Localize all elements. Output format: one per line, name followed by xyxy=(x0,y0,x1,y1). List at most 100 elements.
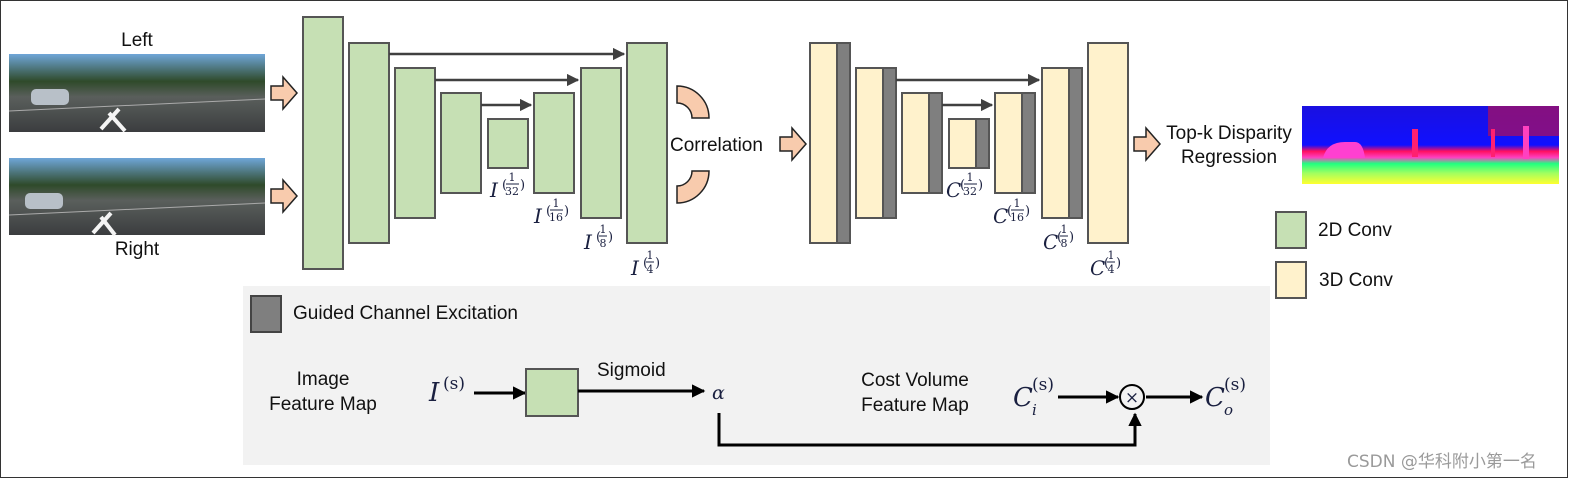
image-input-symbol: I (s) xyxy=(428,374,465,408)
left-image-label: Left xyxy=(121,30,153,51)
cost-volume-label-line1: Cost Volume xyxy=(861,370,969,391)
cost-output-symbol: C o (s) xyxy=(1205,375,1246,419)
multiply-operator-icon: × xyxy=(1119,384,1145,410)
image-feature-map-label-line1: Image xyxy=(297,369,350,390)
svg-text:1: 1 xyxy=(553,197,560,210)
svg-text:I: I xyxy=(533,204,543,228)
cost-aggregation-3d xyxy=(809,42,1129,244)
conv3d-block xyxy=(1087,42,1129,244)
output-arrow-icon xyxy=(1133,126,1161,162)
cost-volume-label-line2: Feature Map xyxy=(861,395,969,416)
svg-text:): ) xyxy=(655,256,660,271)
svg-text:1: 1 xyxy=(967,171,974,184)
svg-text:1: 1 xyxy=(647,249,654,262)
svg-text:(: ( xyxy=(502,178,507,193)
legend-label-2d-conv: 2D Conv xyxy=(1318,220,1392,241)
conv2d-block xyxy=(580,67,622,219)
svg-text:16: 16 xyxy=(1010,211,1024,224)
gce-block xyxy=(836,42,851,244)
svg-text:C: C xyxy=(1205,383,1225,413)
svg-text:(s): (s) xyxy=(1032,375,1054,395)
svg-text:(: ( xyxy=(1057,230,1062,245)
svg-text:): ) xyxy=(1025,204,1030,219)
scale-label-C-32: C ( 1 32 ) xyxy=(946,171,983,202)
scale-label-C-4: C ( 1 4 ) xyxy=(1090,249,1121,280)
svg-text:I: I xyxy=(489,178,499,202)
svg-text:4: 4 xyxy=(647,263,654,276)
left-stereo-image xyxy=(8,54,266,133)
gce-legend-swatch xyxy=(250,295,282,333)
scale-label-I-32: I ( 1 32 ) xyxy=(489,171,525,202)
correlation-label: Correlation xyxy=(670,135,763,156)
conv2d-block xyxy=(348,42,390,244)
feature-extractor-2d xyxy=(302,16,668,270)
svg-text:(: ( xyxy=(960,178,965,193)
skip-connections-3d xyxy=(896,73,1041,112)
svg-text:): ) xyxy=(1069,230,1074,245)
svg-text:I: I xyxy=(428,378,440,408)
gce-block xyxy=(928,92,943,194)
conv2d-block xyxy=(487,118,529,169)
svg-text:8: 8 xyxy=(1061,237,1068,250)
svg-text:(s): (s) xyxy=(1224,375,1246,395)
scale-label-I-16: I ( 1 16 ) xyxy=(533,197,569,228)
correlation-lower-arc-icon xyxy=(676,170,710,204)
legend: 2D Conv 3D Conv xyxy=(1275,211,1393,299)
output-label-line2: Regression xyxy=(1181,147,1277,168)
svg-text:C: C xyxy=(993,204,1008,228)
svg-text:): ) xyxy=(520,178,525,193)
svg-text:1: 1 xyxy=(1061,223,1068,236)
svg-text:8: 8 xyxy=(600,237,607,250)
svg-text:(: ( xyxy=(1104,256,1109,271)
svg-text:16: 16 xyxy=(549,211,563,224)
svg-text:(: ( xyxy=(546,204,551,219)
svg-text:4: 4 xyxy=(1108,263,1115,276)
gce-block xyxy=(882,67,897,219)
svg-text:C: C xyxy=(1043,230,1058,254)
svg-text:i: i xyxy=(1032,401,1037,419)
scale-label-I-8: I ( 1 8 ) xyxy=(583,223,613,254)
svg-text:o: o xyxy=(1224,401,1233,419)
scale-label-C-8: C ( 1 8 ) xyxy=(1043,223,1074,254)
svg-text:×: × xyxy=(1125,388,1139,408)
correlation-arrow-icon xyxy=(779,126,807,162)
gce-title: Guided Channel Excitation xyxy=(293,303,518,324)
svg-text:1: 1 xyxy=(1014,197,1021,210)
conv2d-block xyxy=(626,42,668,244)
output-label-line1: Top-k Disparity xyxy=(1166,123,1292,144)
image-feature-map-label-line2: Feature Map xyxy=(269,394,377,415)
gce-block xyxy=(1021,92,1036,194)
svg-text:32: 32 xyxy=(505,185,519,198)
right-image-label: Right xyxy=(115,239,160,260)
conv2d-block xyxy=(533,92,575,194)
svg-text:C: C xyxy=(946,178,961,202)
scale-label-C-16: C ( 1 16 ) xyxy=(993,197,1030,228)
svg-text:1: 1 xyxy=(509,171,516,184)
gce-block xyxy=(975,118,990,169)
svg-text:): ) xyxy=(608,230,613,245)
svg-text:): ) xyxy=(1116,256,1121,271)
svg-text:1: 1 xyxy=(1108,249,1115,262)
svg-text:I: I xyxy=(630,256,640,280)
svg-text:I: I xyxy=(583,230,593,254)
right-input-arrow-icon xyxy=(270,178,298,214)
conv2d-block xyxy=(440,92,482,194)
conv2d-block xyxy=(394,67,436,219)
svg-text:): ) xyxy=(564,204,569,219)
svg-text:(s): (s) xyxy=(443,374,465,394)
alpha-to-multiply-arrow xyxy=(717,412,1142,447)
legend-swatch-3d-conv xyxy=(1275,261,1307,299)
left-input-arrow-icon xyxy=(270,75,298,111)
svg-text:C: C xyxy=(1013,383,1033,413)
svg-text:(: ( xyxy=(596,230,601,245)
legend-label-3d-conv: 3D Conv xyxy=(1319,270,1393,291)
scale-label-I-4: I ( 1 4 ) xyxy=(630,249,660,280)
svg-text:32: 32 xyxy=(963,185,977,198)
svg-text:(: ( xyxy=(643,256,648,271)
svg-text:C: C xyxy=(1090,256,1105,280)
conv2d-block xyxy=(302,16,344,270)
alpha-symbol: α xyxy=(712,382,725,404)
skip-connections-2d xyxy=(389,47,626,112)
gce-conv2d-block xyxy=(525,368,579,417)
